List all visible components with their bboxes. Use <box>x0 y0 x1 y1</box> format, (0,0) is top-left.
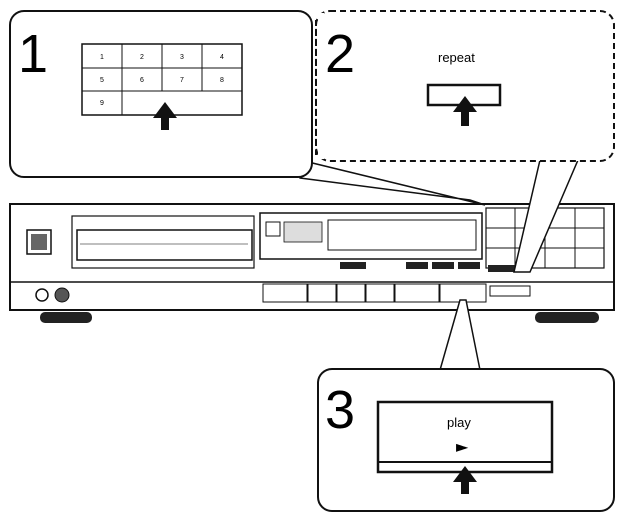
front-button[interactable] <box>489 285 531 297</box>
keypad-key-1[interactable]: 1 <box>100 54 104 61</box>
keypad-key-8[interactable]: 8 <box>220 77 224 84</box>
callout-step3: 3 play ► <box>317 299 615 512</box>
keypad-key-2[interactable]: 2 <box>140 54 144 61</box>
keypad-key-6[interactable]: 6 <box>140 77 144 84</box>
disc-tray[interactable] <box>76 229 253 261</box>
power-button-face <box>31 234 47 250</box>
volume-knob[interactable] <box>54 287 70 303</box>
play-triangle-icon: ► <box>456 437 469 456</box>
callout-step1: 1 1 2 3 4 5 6 7 8 9 <box>9 10 486 206</box>
step2-number: 2 <box>325 24 355 84</box>
pointer-arrow-icon <box>453 96 477 126</box>
number-keypad: 1 2 3 4 5 6 7 8 9 <box>81 43 243 116</box>
play-label: play <box>447 415 471 430</box>
front-button[interactable] <box>307 283 337 303</box>
front-button[interactable] <box>336 283 366 303</box>
keypad-key-5[interactable]: 5 <box>100 77 104 84</box>
front-button[interactable] <box>458 262 480 269</box>
pointer-arrow-icon <box>453 466 477 494</box>
callout-step2: 2 repeat <box>315 10 615 273</box>
cd-player <box>9 203 615 323</box>
keypad-key-3[interactable]: 3 <box>180 54 184 61</box>
step1-number: 1 <box>18 24 48 84</box>
step3-number: 3 <box>325 380 355 440</box>
left-foot <box>40 312 92 323</box>
keypad-key-7[interactable]: 7 <box>180 77 184 84</box>
front-button[interactable] <box>394 283 440 303</box>
headphone-jack[interactable] <box>35 288 49 302</box>
front-button[interactable] <box>340 262 366 269</box>
display-window <box>327 219 477 251</box>
repeat-button-on-player[interactable] <box>488 265 528 272</box>
front-button[interactable] <box>406 262 428 269</box>
callout-step1-pointer <box>299 159 486 206</box>
keypad-key-9[interactable]: 9 <box>100 100 104 107</box>
keypad-key-4[interactable]: 4 <box>220 54 224 61</box>
brand-logo <box>283 221 323 243</box>
right-foot <box>535 312 599 323</box>
lower-button-row <box>262 283 531 303</box>
front-button[interactable] <box>262 283 308 303</box>
front-button[interactable] <box>365 283 395 303</box>
pointer-arrow-icon <box>153 102 177 130</box>
repeat-label: repeat <box>438 50 475 65</box>
upper-button-row <box>340 262 528 272</box>
front-button[interactable] <box>432 262 454 269</box>
display-indicator <box>265 221 281 237</box>
